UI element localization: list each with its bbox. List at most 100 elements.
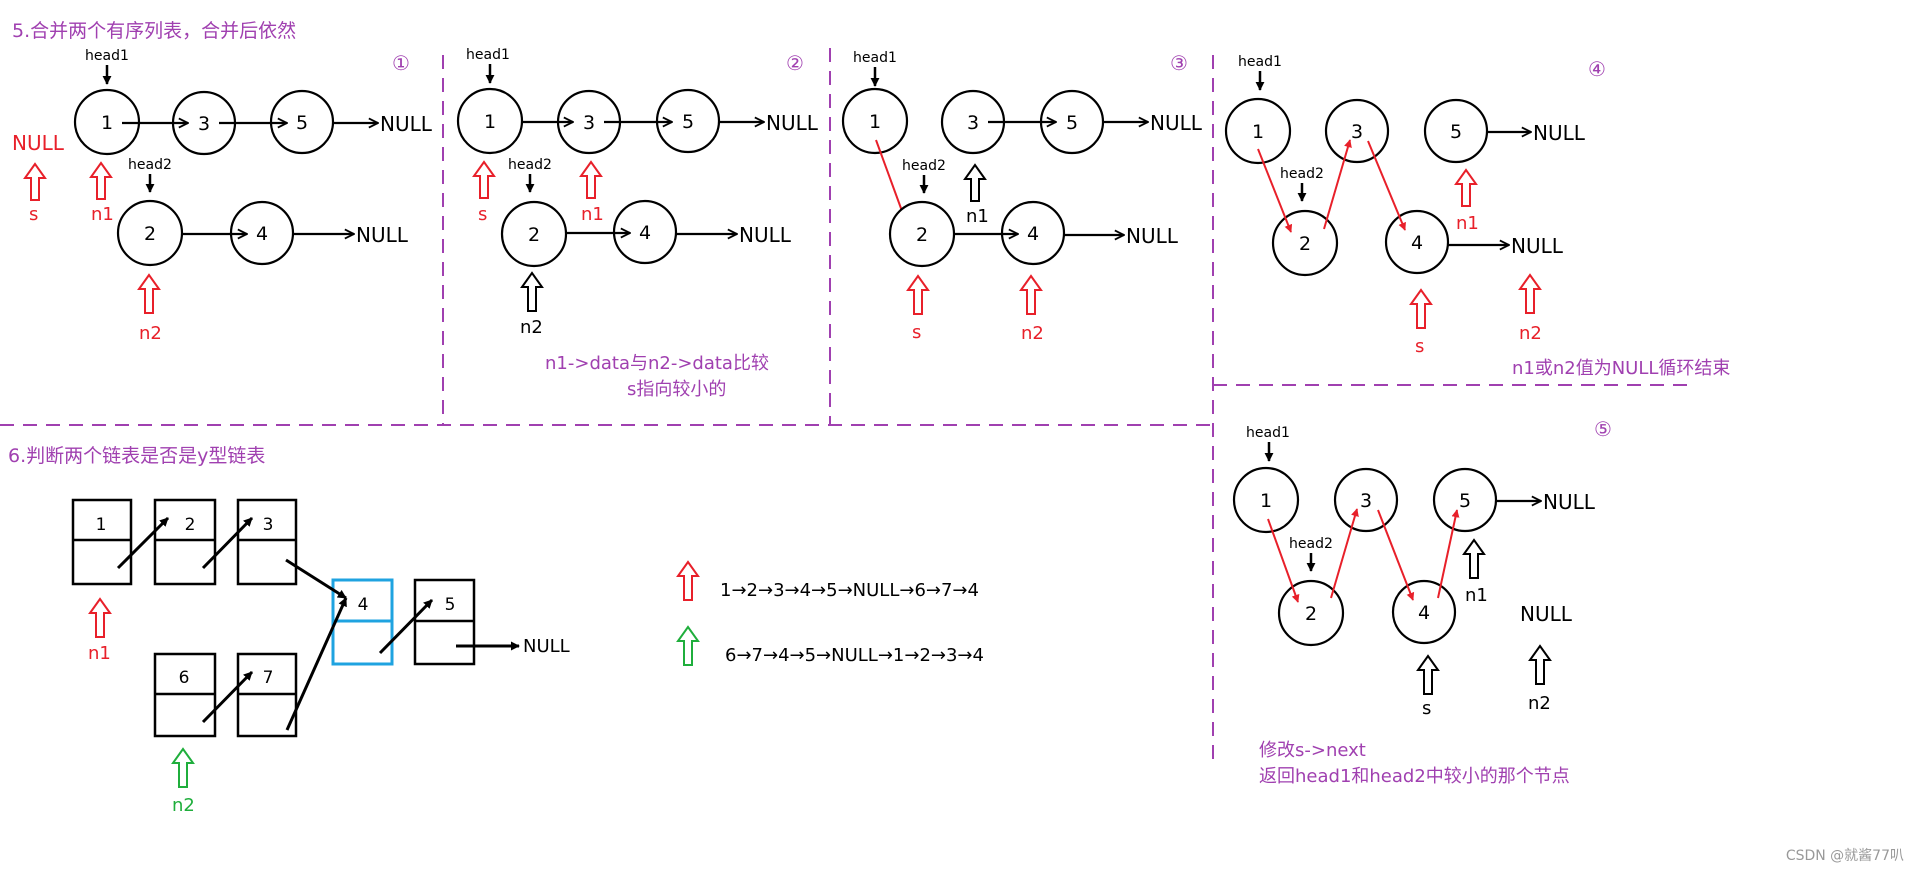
p1-n1-arrow	[89, 161, 113, 200]
p3-head1-label: head1	[853, 50, 897, 66]
p4-s-label: s	[1415, 336, 1424, 357]
p5-null-2: NULL	[1520, 602, 1573, 626]
p3-node-1	[841, 87, 909, 155]
p4-n1-label: n1	[1456, 213, 1479, 234]
ytype-panel: 1 2 3 4 5 6 7	[71, 498, 984, 816]
p3-n1-arrow	[963, 163, 987, 202]
box-node-7: 7	[236, 652, 298, 738]
p5-node-4-value: 4	[1418, 602, 1430, 624]
p1-head1-label: head1	[85, 48, 129, 64]
p2-s-arrow	[472, 160, 496, 199]
p3-node-3-value: 3	[967, 112, 979, 134]
p2-note-smaller: s指向较小的	[627, 379, 726, 400]
step-3: ③	[1170, 51, 1188, 75]
panel-dividers	[0, 48, 1695, 760]
svg-text:1: 1	[96, 515, 107, 535]
p3-n2-label: n2	[1021, 323, 1044, 344]
ytype-n2-label: n2	[172, 795, 195, 816]
p1-node-4-value: 4	[256, 223, 268, 245]
p4-red-link-1-2	[1257, 148, 1293, 233]
p5-note-modify: 修改s->next	[1259, 740, 1366, 761]
ylink-4-5	[378, 598, 434, 655]
p2-node-1-value: 1	[484, 111, 496, 133]
p3-null-2: NULL	[1126, 224, 1179, 248]
p5-null-1: NULL	[1543, 490, 1596, 514]
p3-n1-label: n1	[966, 206, 989, 227]
p4-node-2-value: 2	[1299, 233, 1311, 255]
p3-head2-label: head2	[902, 158, 946, 174]
p5-red-link-4-5	[1437, 509, 1460, 599]
svg-text:6: 6	[179, 668, 190, 688]
svg-text:5: 5	[445, 595, 456, 615]
p5-n1-label: n1	[1465, 585, 1488, 606]
sequence-green: 6→7→4→5→NULL→1→2→3→4	[725, 645, 984, 666]
p4-red-link-2-3	[1323, 139, 1352, 230]
p1-null-s: NULL	[12, 131, 65, 155]
ylink-2-3	[201, 516, 254, 570]
p5-node-3-value: 3	[1360, 490, 1372, 512]
p4-node-3-value: 3	[1351, 121, 1363, 143]
step-4: ④	[1588, 57, 1606, 81]
p3-null-1: NULL	[1150, 111, 1203, 135]
p5-note-return: 返回head1和head2中较小的那个节点	[1259, 766, 1570, 787]
box-node-1: 1	[71, 498, 133, 586]
panel-3: head1 1 3 5 NULL head2 n1 2 4 NULL s n2	[841, 50, 1203, 344]
p2-n1-arrow	[579, 160, 603, 199]
svg-text:7: 7	[263, 668, 274, 688]
p5-red-link-3-4	[1377, 509, 1415, 601]
ylink-7-4	[285, 597, 348, 731]
p1-n2-arrow	[137, 273, 161, 314]
p1-node-5-value: 5	[296, 112, 308, 134]
panel-5: head1 1 3 5 NULL head2 2 4 n1 NULL n2 s …	[1232, 425, 1596, 787]
panel-1: head1 1 3 5 NULL NULL s n1 head2 2 4 NUL…	[12, 48, 433, 344]
p2-null-2: NULL	[739, 223, 792, 247]
p3-node-1-value: 1	[869, 111, 881, 133]
ytype-links	[116, 516, 520, 731]
ylink-6-7	[201, 670, 254, 724]
ylink-1-2	[116, 516, 170, 570]
ytype-n1-label: n1	[88, 643, 111, 664]
step-1: ①	[392, 51, 410, 75]
sequence-red: 1→2→3→4→5→NULL→6→7→4	[720, 580, 979, 601]
legend-red-arrow-icon	[676, 560, 700, 601]
p5-head2-label: head2	[1289, 536, 1333, 552]
ytype-null: NULL	[523, 636, 570, 657]
p4-n1-arrow	[1454, 168, 1478, 207]
svg-text:4: 4	[358, 595, 369, 615]
p5-node-5-value: 5	[1459, 490, 1471, 512]
p5-s-label: s	[1422, 698, 1431, 719]
p1-n2-label: n2	[139, 323, 162, 344]
p4-head2-label: head2	[1280, 166, 1324, 182]
p5-node-1	[1232, 466, 1300, 534]
ylink-3-4	[285, 558, 347, 600]
p5-n1-arrow	[1462, 538, 1486, 579]
p5-head1-label: head1	[1246, 425, 1290, 441]
p2-node-4-value: 4	[639, 222, 651, 244]
svg-text:3: 3	[263, 515, 274, 535]
box-node-2: 2	[153, 498, 217, 586]
p3-node-2-value: 2	[916, 224, 928, 246]
p4-node-4-value: 4	[1411, 232, 1423, 254]
p4-n2-arrow	[1518, 273, 1542, 314]
box-node-6: 6	[153, 652, 217, 738]
p2-node-3-value: 3	[583, 112, 595, 134]
p4-node-1	[1224, 97, 1292, 165]
p4-n2-label: n2	[1519, 323, 1542, 344]
p3-node-5-value: 5	[1066, 112, 1078, 134]
p4-red-link-3-4	[1367, 140, 1406, 231]
step-2: ②	[786, 51, 804, 75]
p2-node-5-value: 5	[682, 111, 694, 133]
p2-node-2-value: 2	[528, 224, 540, 246]
p1-node-3-value: 3	[198, 113, 210, 135]
p5-s-arrow	[1416, 654, 1440, 695]
p5-red-link-2-3	[1330, 508, 1359, 599]
p4-node-3	[1324, 98, 1390, 164]
p4-null-2: NULL	[1511, 234, 1564, 258]
p2-head2-label: head2	[508, 157, 552, 173]
panel-2: head1 1 3 5 NULL s head2 n1 2 4 NULL n2 …	[456, 47, 819, 400]
p5-red-link-1-2	[1267, 518, 1300, 603]
ytype-n2-arrow	[171, 747, 195, 788]
p1-n1-label: n1	[91, 204, 114, 225]
